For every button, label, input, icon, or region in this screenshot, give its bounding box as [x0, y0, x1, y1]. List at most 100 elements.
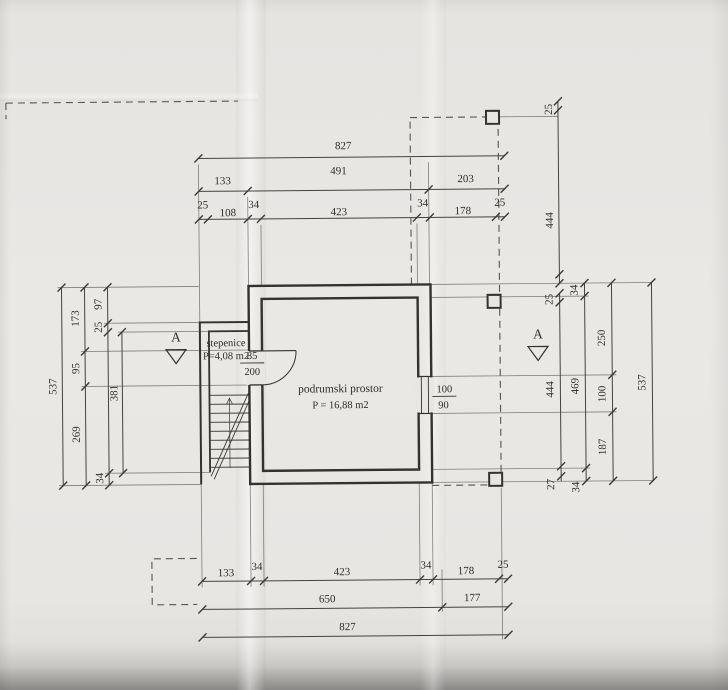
- dim-tick: [193, 153, 203, 163]
- dim-tick: [243, 186, 253, 196]
- stair-break-line: [213, 399, 250, 480]
- witness-line: [198, 164, 201, 323]
- dim-tick: [491, 212, 501, 222]
- room-labels: podrumski prostor P = 16,88 m2 stepenice…: [203, 338, 457, 411]
- dim-tick: [556, 471, 566, 481]
- dim-top-fine-5: 178: [455, 205, 472, 217]
- dashed-line: [409, 121, 413, 285]
- dim-line: [557, 101, 560, 284]
- window-symbol: [418, 375, 432, 415]
- dim-left-fine-2: 34: [94, 472, 106, 484]
- dim-tick: [198, 632, 208, 642]
- stair-direction-arrow: [226, 397, 233, 405]
- dim-tick: [553, 105, 563, 115]
- dim-line: [202, 634, 509, 638]
- dim-tick: [117, 327, 127, 337]
- dim-left-offset: 381: [108, 385, 120, 402]
- dim-tick: [197, 604, 207, 614]
- dim-line: [202, 606, 509, 610]
- dim-tick: [57, 283, 66, 293]
- window-size-width: 100: [436, 384, 452, 395]
- witness-line: [430, 282, 652, 285]
- door-size-height: 200: [244, 367, 260, 378]
- section-triangle-left-icon: [164, 348, 188, 365]
- dim-tick: [412, 213, 422, 223]
- dim-tick: [553, 96, 563, 106]
- dim-tick: [425, 212, 435, 222]
- dim-tick: [80, 346, 90, 356]
- dim-bottom-fine-2: 423: [334, 566, 351, 578]
- dim-line: [198, 155, 505, 159]
- dim-tick: [555, 288, 565, 298]
- pillar: [484, 109, 501, 125]
- pillar: [486, 293, 502, 309]
- dim-top-fine-6: 25: [494, 197, 506, 209]
- witness-line: [432, 467, 591, 470]
- dim-bottom-fine-4: 178: [458, 565, 475, 577]
- window-size-height: 90: [438, 400, 449, 411]
- dim-tick: [580, 278, 589, 288]
- dim-tick: [80, 282, 89, 292]
- witness-line: [57, 286, 200, 289]
- dim-tick: [246, 576, 256, 586]
- dim-top-fine-4: 34: [417, 197, 429, 209]
- dim-line: [198, 188, 505, 192]
- dim-right-wall-1: 469: [569, 377, 581, 394]
- dim-tick: [80, 381, 90, 391]
- dim-left-fine-0: 97: [93, 298, 105, 310]
- witness-line: [105, 471, 211, 474]
- dim-tick: [608, 407, 618, 417]
- witness-line: [260, 224, 262, 286]
- dim-tick: [504, 630, 513, 640]
- window-opening: [415, 377, 435, 413]
- room-area-basement: P = 16,88 m2: [312, 400, 368, 411]
- witness-line: [103, 322, 200, 324]
- dim-right-inner-top-1: 444: [544, 212, 556, 229]
- witness-line: [432, 480, 654, 483]
- pillar-layer: [484, 109, 504, 487]
- dim-line: [650, 282, 654, 481]
- dim-tick: [256, 214, 266, 224]
- dim-left-fine-1: 25: [93, 321, 105, 333]
- dim-line: [60, 287, 64, 486]
- section-marker-left-label: A: [171, 330, 181, 345]
- dim-tick: [415, 574, 425, 585]
- door-swing-arc: [262, 350, 297, 386]
- section-markers: A A: [164, 326, 550, 365]
- section-triangle-right-icon: [526, 345, 550, 362]
- dim-right-mid-1: 100: [596, 385, 608, 402]
- dim-tick: [554, 269, 564, 279]
- dim-tick: [607, 370, 617, 380]
- room-label-stairs: stepenice: [206, 338, 245, 349]
- dim-tick: [494, 574, 504, 584]
- dim-tick: [243, 214, 253, 224]
- dim-bottom-mid-1: 177: [464, 592, 481, 604]
- dashed-outline-layer: [5, 100, 502, 606]
- witness-line: [262, 483, 265, 587]
- dim-top-fine-3: 423: [331, 206, 348, 218]
- dim-top-fine-1: 108: [220, 207, 237, 219]
- witness-line: [249, 483, 252, 587]
- stairs-symbol: [209, 392, 251, 480]
- door-size-width: 85: [247, 351, 258, 362]
- witness-line: [81, 349, 250, 352]
- dim-right-inner-bottom-0: 25: [544, 293, 556, 305]
- dim-tick: [580, 291, 590, 301]
- dim-tick: [608, 476, 618, 486]
- dim-line: [610, 282, 614, 481]
- stairwell-inner-wall: [207, 330, 249, 473]
- dim-right-inner-bottom-2: 27: [545, 478, 557, 490]
- dim-left-mid-1: 95: [70, 362, 82, 374]
- dim-tick: [556, 461, 566, 471]
- dim-bottom-fine-0: 133: [218, 567, 235, 579]
- dashed-line: [5, 100, 238, 104]
- dim-tick: [555, 278, 564, 288]
- dim-tick: [118, 468, 128, 478]
- witness-line: [430, 295, 589, 298]
- dim-bottom-mid-0: 650: [319, 593, 336, 605]
- room-label-basement: podrumski prostor: [298, 383, 383, 396]
- dim-tick: [194, 214, 204, 224]
- dim-bottom-fine-5: 25: [497, 559, 509, 571]
- dim-tick: [581, 463, 591, 473]
